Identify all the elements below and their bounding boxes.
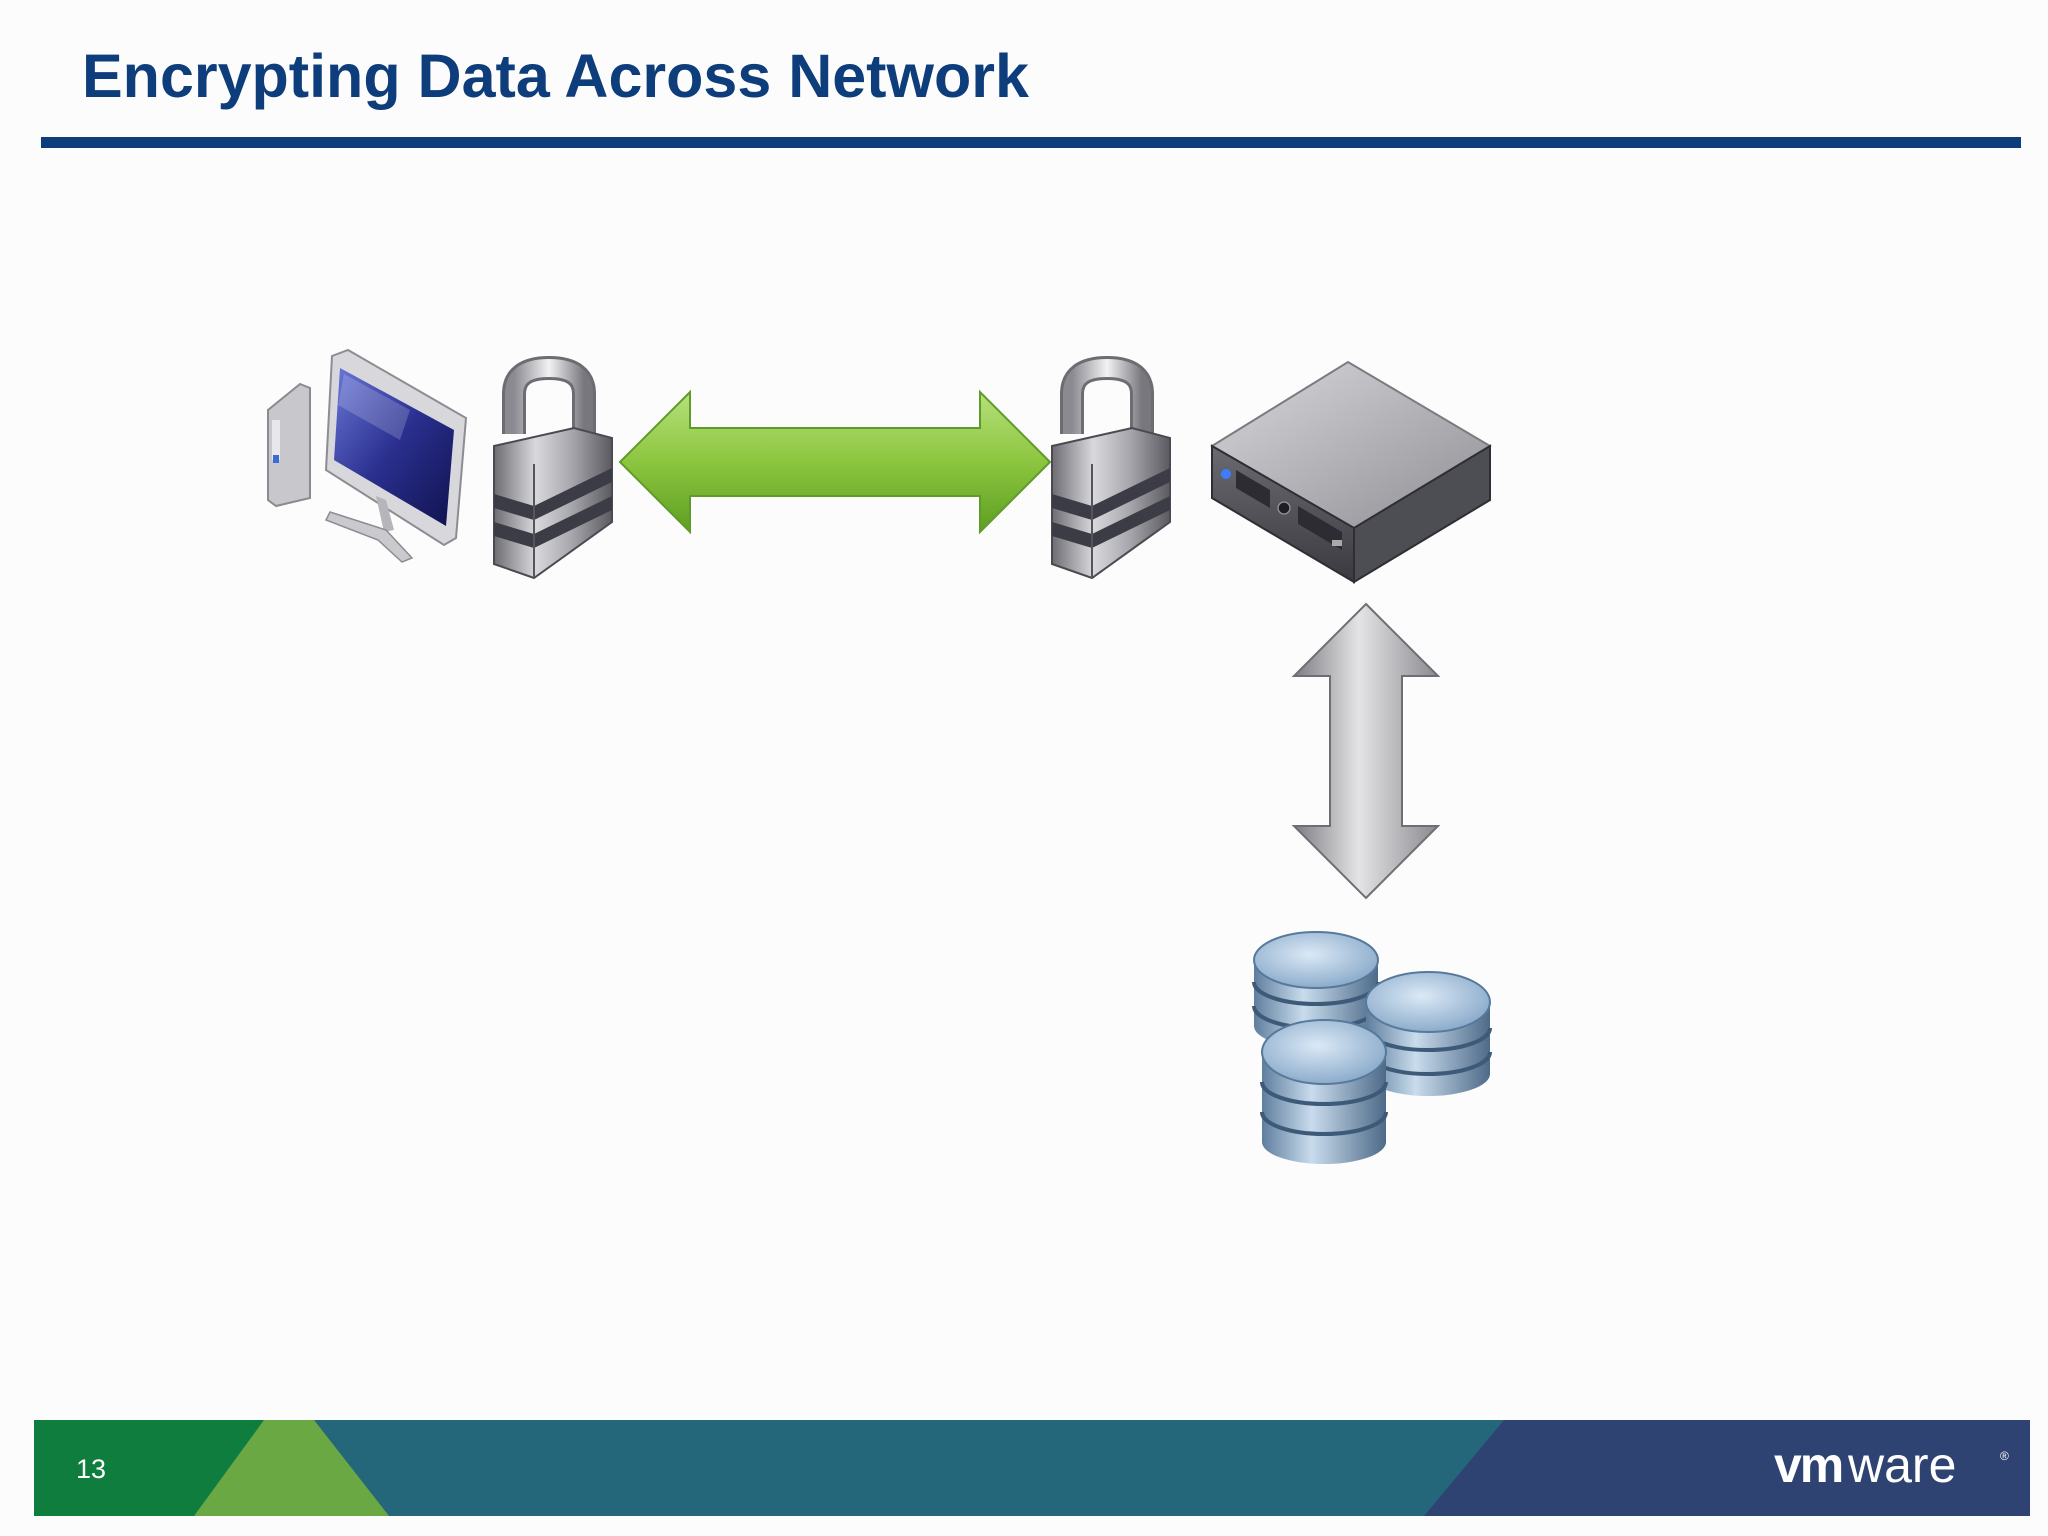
server-icon	[1210, 360, 1492, 584]
slide-title: Encrypting Data Across Network	[82, 42, 1029, 110]
svg-text:®: ®	[2000, 1449, 2009, 1463]
lock-icon	[1051, 355, 1171, 580]
title-underline	[41, 137, 2021, 148]
encrypted-connection-arrow	[618, 389, 1052, 535]
lock-icon	[493, 355, 613, 580]
svg-text:ware: ware	[1847, 1437, 1956, 1493]
footer-band: vm ware ®	[34, 1420, 2030, 1516]
database-icon	[1252, 931, 1492, 1164]
workstation-icon	[267, 348, 468, 563]
storage-connection-arrow	[1291, 602, 1441, 900]
vmware-logo: vm ware ®	[1774, 1437, 2009, 1493]
page-number: 13	[76, 1454, 107, 1484]
svg-text:vm: vm	[1774, 1437, 1842, 1493]
